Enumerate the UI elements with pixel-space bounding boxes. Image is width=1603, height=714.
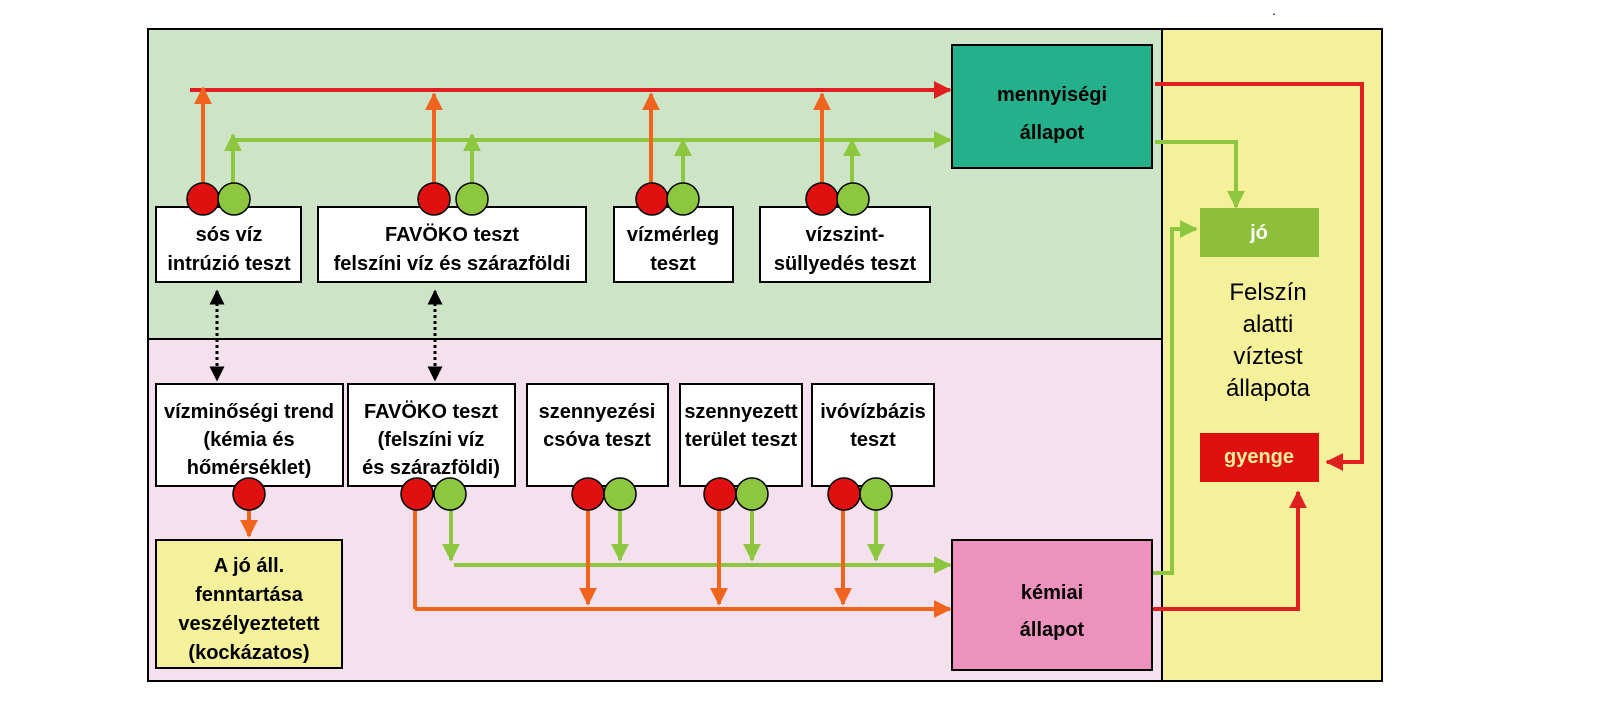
- corner-mark: .: [1272, 2, 1276, 18]
- test-label: és szárazföldi): [362, 457, 500, 479]
- red-indicator: [571, 477, 605, 511]
- green-indicator: [735, 477, 769, 511]
- test-label: ivóvízbázis: [820, 401, 926, 423]
- risk-box: A jó áll. fenntartása veszélyeztetett (k…: [155, 539, 343, 669]
- test-box-contaminated-site: szennyezett terület teszt: [679, 383, 803, 487]
- red-indicator: [417, 182, 451, 216]
- red-indicator: [186, 182, 220, 216]
- green-indicator: [859, 477, 893, 511]
- state-label: állapot: [1020, 619, 1085, 641]
- side-title-line: állapota: [1226, 375, 1311, 402]
- quantitative-state-box: mennyiségi állapot: [951, 44, 1153, 169]
- test-box-favoko-chemical: FAVÖKO teszt (felszíni víz és szárazföld…: [347, 383, 516, 487]
- test-label: süllyedés teszt: [774, 253, 917, 275]
- test-box-drinking-water: ivóvízbázis teszt: [811, 383, 935, 487]
- poor-status-box: gyenge: [1200, 433, 1319, 482]
- status-indicators: [186, 182, 893, 511]
- green-indicator: [433, 477, 467, 511]
- test-label: teszt: [650, 253, 696, 275]
- green-indicator: [455, 182, 489, 216]
- red-indicator: [232, 477, 266, 511]
- risk-label: veszélyeztetett: [178, 613, 320, 635]
- red-arrow-to-poor-bottom: [1153, 490, 1307, 611]
- test-label: (kémia és: [203, 429, 294, 451]
- test-label: sós víz: [196, 224, 263, 246]
- test-label: vízmérleg: [627, 224, 719, 246]
- test-label: szennyezési: [539, 401, 656, 423]
- side-title: Felszín alatti víztest állapota: [1226, 279, 1311, 402]
- green-indicator: [217, 182, 251, 216]
- risk-label: (kockázatos): [188, 642, 309, 664]
- risk-label: fenntartása: [195, 584, 304, 606]
- test-label: FAVÖKO teszt: [364, 400, 498, 423]
- side-title-line: Felszín: [1229, 279, 1306, 306]
- side-title-line: víztest: [1233, 343, 1303, 370]
- test-box-quality-trend: vízminőségi trend (kémia és hőmérséklet): [155, 383, 344, 487]
- test-label: felszíni víz és szárazföldi: [334, 253, 571, 275]
- green-indicator: [603, 477, 637, 511]
- test-label: intrúzió teszt: [167, 253, 291, 275]
- state-label: állapot: [1020, 122, 1085, 144]
- risk-label: A jó áll.: [214, 555, 284, 577]
- green-arrow-to-good-top: [1155, 140, 1245, 209]
- test-label: FAVÖKO teszt: [385, 223, 519, 246]
- good-status-box: jó: [1200, 208, 1319, 257]
- test-box-salt-intrusion: sós víz intrúzió teszt: [155, 206, 302, 283]
- test-label: teszt: [850, 429, 896, 451]
- test-box-plume: szennyezési csóva teszt: [526, 383, 669, 487]
- green-indicator: [836, 182, 870, 216]
- red-indicator: [635, 182, 669, 216]
- green-indicator: [666, 182, 700, 216]
- test-label: (felszíni víz: [378, 429, 485, 451]
- test-box-favoko-surface: FAVÖKO teszt felszíni víz és szárazföldi: [317, 206, 587, 283]
- test-label: hőmérséklet): [187, 457, 312, 479]
- red-arrow-to-poor: [1155, 82, 1364, 471]
- status-panel: [1161, 28, 1383, 682]
- state-label: kémiai: [1021, 582, 1083, 604]
- test-box-level-subsidence: vízszint- süllyedés teszt: [759, 206, 931, 283]
- good-label: jó: [1249, 222, 1268, 244]
- red-indicator: [805, 182, 839, 216]
- green-arrow-to-good-bottom: [1153, 220, 1198, 575]
- test-label: vízminőségi trend: [164, 401, 334, 423]
- test-label: csóva teszt: [543, 429, 651, 451]
- test-box-water-balance: vízmérleg teszt: [613, 206, 734, 283]
- state-label: mennyiségi: [997, 84, 1107, 106]
- side-title-line: alatti: [1243, 311, 1294, 338]
- test-label: terület teszt: [685, 429, 798, 451]
- poor-label: gyenge: [1224, 446, 1294, 468]
- red-indicator: [400, 477, 434, 511]
- red-indicator: [703, 477, 737, 511]
- red-indicator: [827, 477, 861, 511]
- chemical-state-box: kémiai állapot: [951, 539, 1153, 671]
- test-label: vízszint-: [806, 224, 885, 246]
- test-label: szennyezett: [684, 401, 798, 423]
